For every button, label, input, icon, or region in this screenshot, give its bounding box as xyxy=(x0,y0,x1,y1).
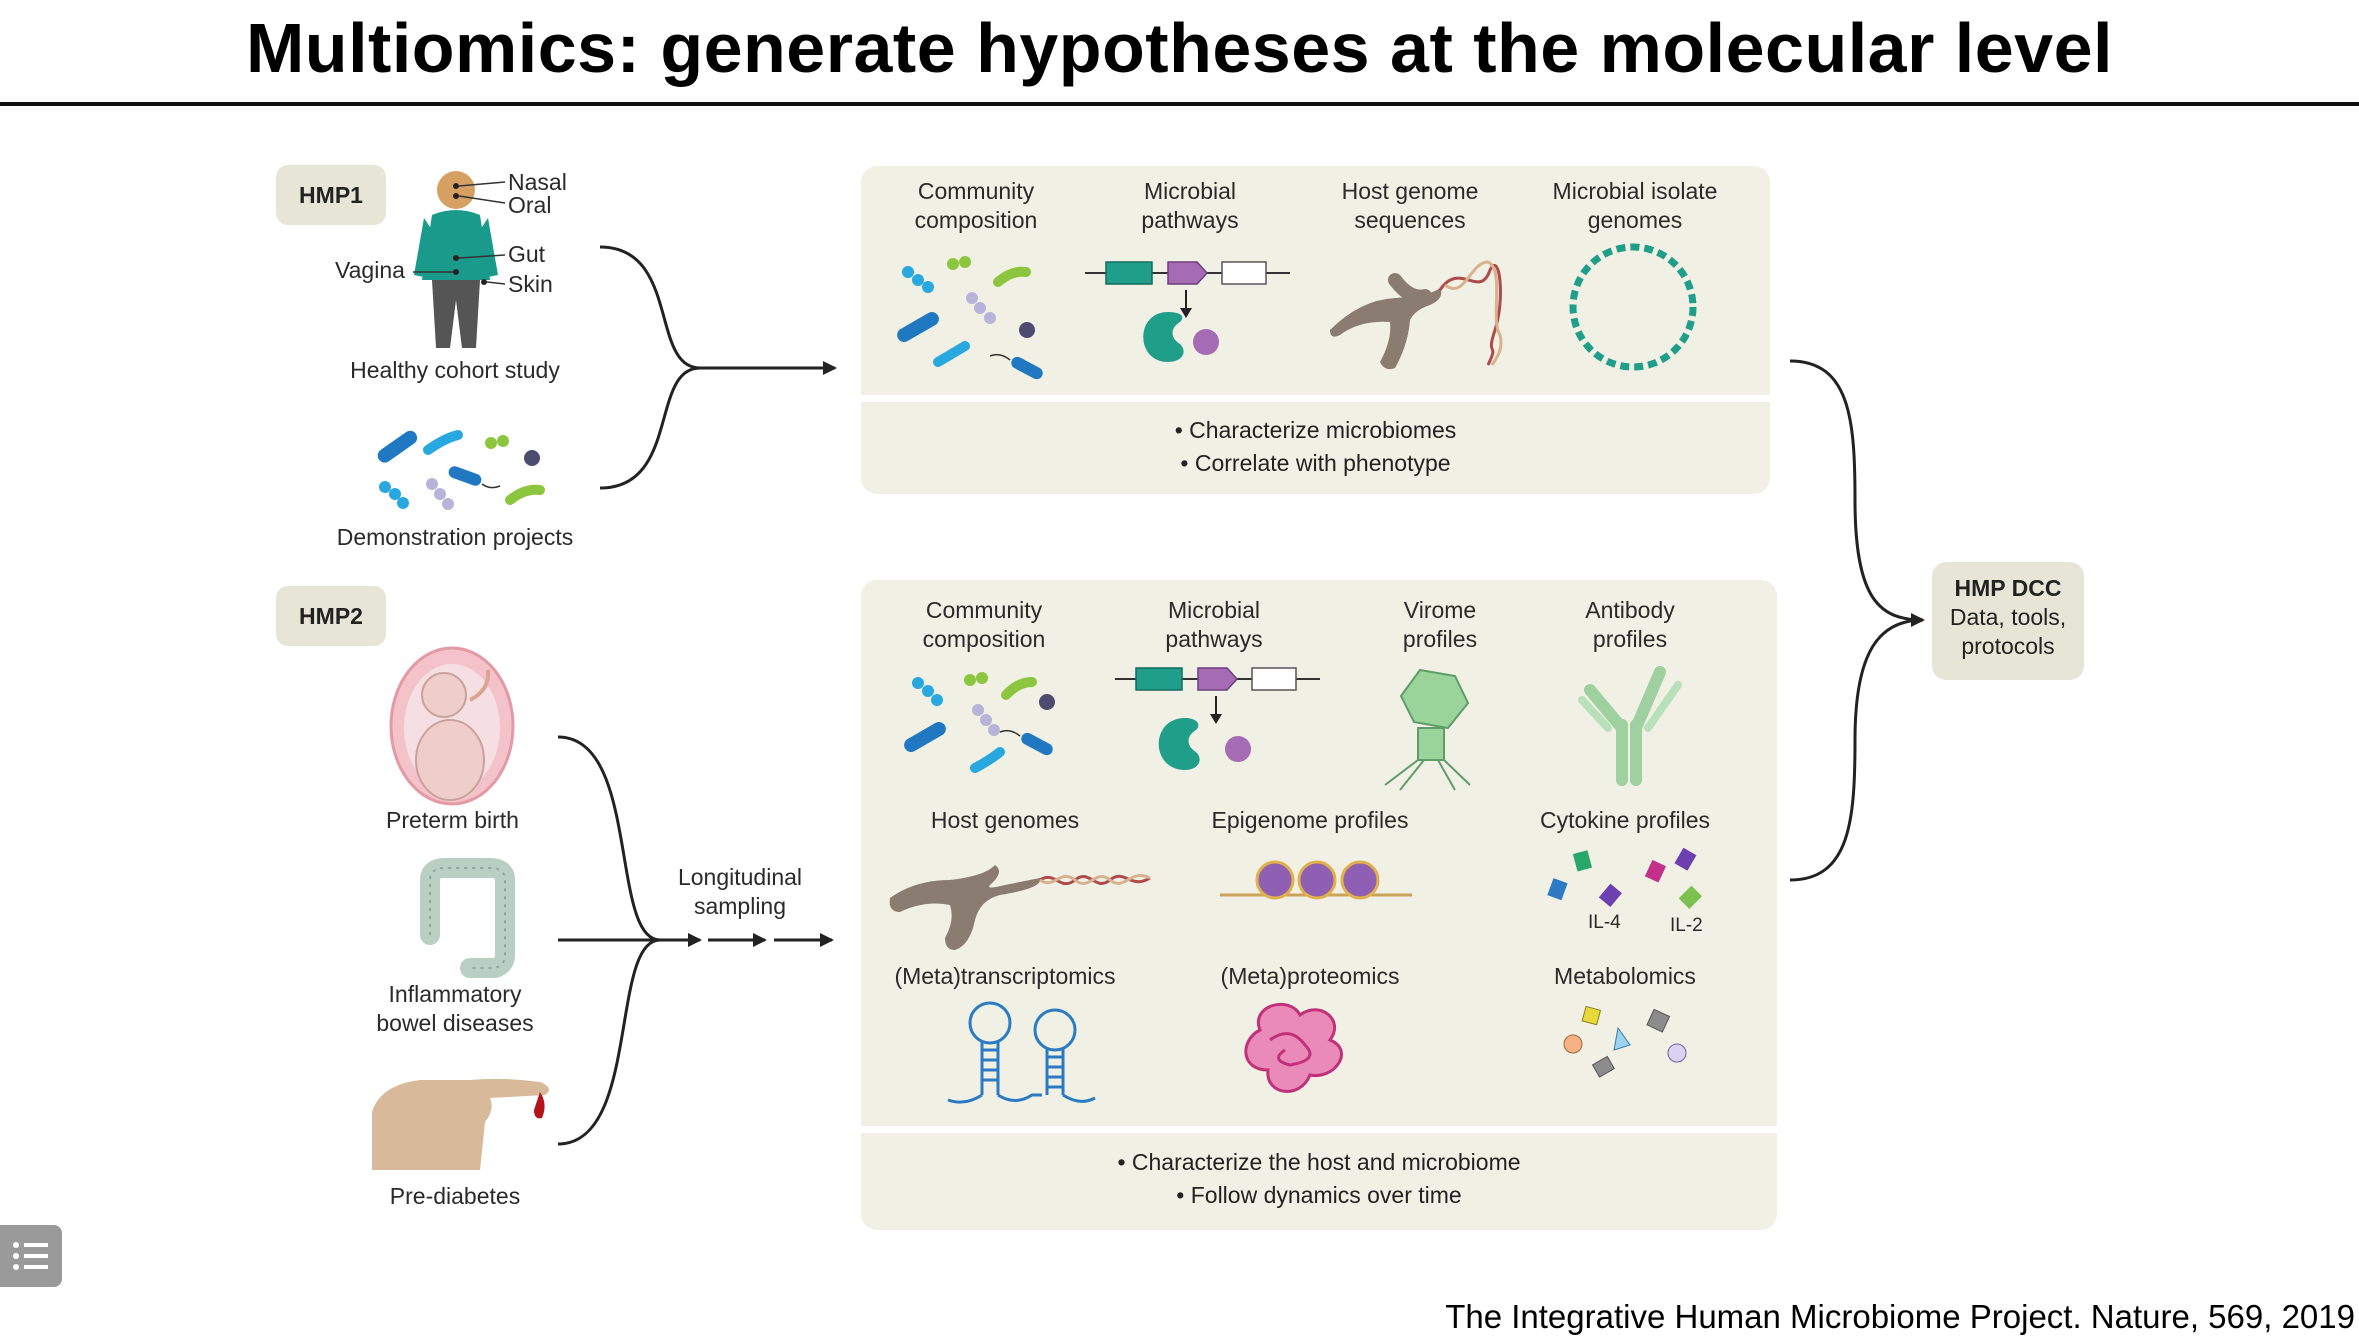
hmp1-bullet-1: • Characterize microbiomes xyxy=(1174,417,1457,443)
hmp2-epigenome-profiles-label: Epigenome profiles xyxy=(1211,807,1409,833)
hmp-dcc-line1: Data, tools, xyxy=(1949,604,2067,630)
citation: The Integrative Human Microbiome Project… xyxy=(1445,1298,2355,1335)
cytokine-il2-label: IL-2 xyxy=(1670,915,1703,936)
hmp1-bullets: • Characterize microbiomes • Correlate w… xyxy=(861,414,1770,480)
site-skin: Skin xyxy=(508,271,553,297)
hmp1-bullet-2: • Correlate with phenotype xyxy=(1180,450,1451,476)
hmp2-bullets: • Characterize the host and microbiome •… xyxy=(861,1146,1777,1212)
title-rule xyxy=(0,102,2359,106)
cytokine-il4-label: IL-4 xyxy=(1588,912,1621,933)
list-icon xyxy=(13,1242,48,1270)
hmp1-tag: HMP1 xyxy=(276,165,386,225)
hmp2-metabolomics-label: Metabolomics xyxy=(1554,963,1696,989)
hmp-dcc-box: HMP DCC Data, tools, protocols xyxy=(1932,562,2084,680)
healthy-cohort-label: Healthy cohort study xyxy=(350,357,560,383)
hmp2-metatranscriptomics-label: (Meta)transcriptomics xyxy=(894,963,1116,989)
site-gut: Gut xyxy=(508,241,546,267)
demonstration-projects-label: Demonstration projects xyxy=(336,524,574,550)
hmp2-panel-divider xyxy=(861,1126,1777,1133)
hmp-dcc-line2: protocols xyxy=(1961,633,2055,659)
hmp2-host-genomes-label: Host genomes xyxy=(930,807,1080,833)
hmp-dcc-title: HMP DCC xyxy=(1954,575,2062,601)
site-nasal: Nasal xyxy=(508,169,567,195)
hmp2-cytokine-profiles-label: Cytokine profiles xyxy=(1539,807,1711,833)
hmp2-metaproteomics-label: (Meta)proteomics xyxy=(1220,963,1400,989)
hmp2-bullet-2: • Follow dynamics over time xyxy=(1176,1182,1462,1208)
preterm-birth-label: Preterm birth xyxy=(386,807,519,833)
hmp1-panel-divider xyxy=(861,395,1770,402)
pre-diabetes-label: Pre-diabetes xyxy=(389,1183,521,1209)
site-oral: Oral xyxy=(508,192,552,218)
site-vagina: Vagina xyxy=(335,257,405,283)
hmp2-tag: HMP2 xyxy=(276,586,386,646)
slide-title: Multiomics: generate hypotheses at the m… xyxy=(246,9,2113,87)
outline-menu-button[interactable] xyxy=(0,1225,62,1287)
hmp2-bullet-1: • Characterize the host and microbiome xyxy=(1117,1149,1521,1175)
